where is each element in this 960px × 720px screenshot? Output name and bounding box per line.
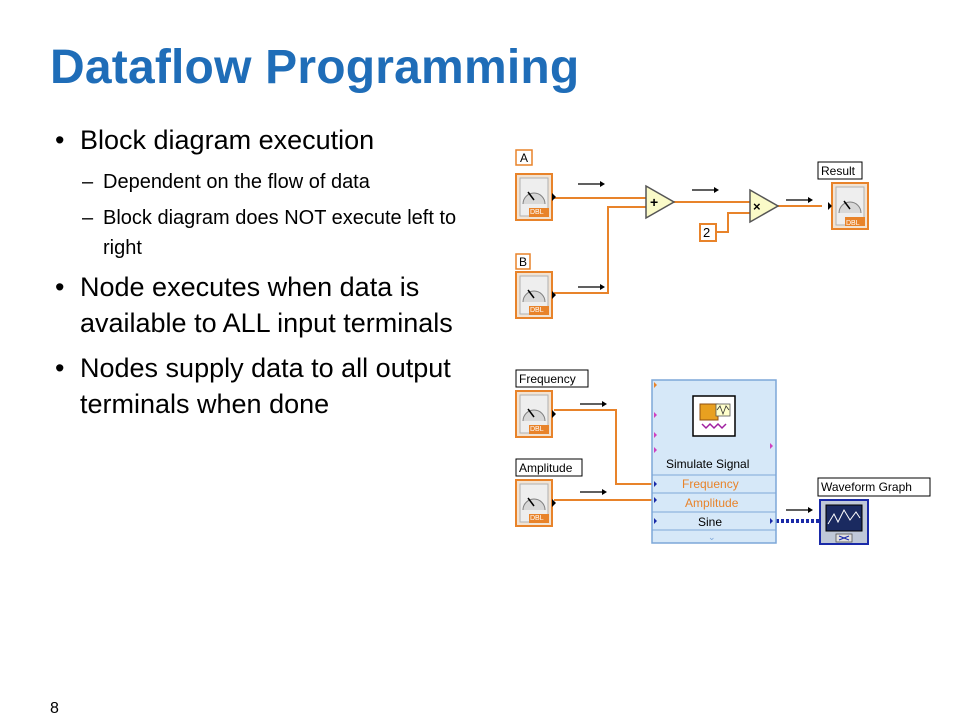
frequency-label-box bbox=[515, 369, 589, 388]
dbl-label: DBL bbox=[530, 307, 544, 314]
bullet-text: Nodes supply data to all output terminal… bbox=[80, 353, 451, 419]
vi-title: Simulate Signal bbox=[666, 457, 749, 471]
graph-label: Waveform Graph bbox=[821, 480, 912, 494]
expand-chevron-icon[interactable]: ⌄ bbox=[708, 532, 716, 542]
bullet-dot: • bbox=[55, 353, 65, 383]
simulate-signal-vi[interactable]: Simulate Signal Frequency Amplitude Sine… bbox=[651, 379, 777, 544]
vi-input-sine: Sine bbox=[698, 515, 722, 529]
multiply-node[interactable] bbox=[749, 188, 780, 224]
bullet-list: • Block diagram execution – Dependent on… bbox=[55, 122, 500, 431]
multiply-symbol: × bbox=[753, 199, 761, 214]
sub-bullet-text: Dependent on the flow of data bbox=[103, 171, 370, 193]
graph-label-box bbox=[817, 477, 931, 497]
result-indicator[interactable] bbox=[828, 182, 869, 230]
constant-value: 2 bbox=[703, 225, 710, 240]
constant-terminal[interactable] bbox=[699, 223, 717, 242]
sub-bullet-text: Block diagram does NOT execute left to r… bbox=[103, 207, 457, 259]
input-a-label-box bbox=[515, 149, 533, 166]
bullet-item: • Block diagram execution bbox=[55, 122, 500, 158]
vi-input-amplitude: Amplitude bbox=[685, 496, 739, 510]
bullet-item: • Nodes supply data to all output termin… bbox=[55, 350, 500, 422]
amplitude-label: Amplitude bbox=[519, 461, 573, 475]
result-label-box bbox=[817, 161, 863, 180]
amplitude-label-box bbox=[515, 458, 583, 477]
add-node[interactable] bbox=[645, 184, 676, 220]
dbl-label: DBL bbox=[530, 426, 544, 433]
dbl-label: DBL bbox=[530, 209, 544, 216]
orange-wires-2 bbox=[554, 409, 656, 501]
dataflow-diagram-arithmetic: A DBL B DBL + × 2 Result DBL bbox=[515, 149, 869, 319]
dbl-label: DBL bbox=[846, 220, 860, 227]
bullet-text: Block diagram execution bbox=[80, 125, 375, 155]
frequency-label: Frequency bbox=[519, 372, 576, 386]
sub-bullet-dash: – bbox=[82, 207, 94, 229]
bullet-dot: • bbox=[55, 272, 65, 302]
bullet-dot: • bbox=[55, 125, 65, 155]
orange-wires bbox=[554, 197, 822, 294]
sub-bullet-item: – Dependent on the flow of data bbox=[55, 167, 500, 197]
dbl-label: DBL bbox=[530, 515, 544, 522]
waveform-graph-indicator[interactable] bbox=[819, 499, 869, 545]
bullet-item: • Node executes when data is available t… bbox=[55, 269, 500, 341]
input-a-label: A bbox=[520, 151, 528, 165]
sub-bullet-item: – Block diagram does NOT execute left to… bbox=[55, 203, 500, 263]
input-b-label: B bbox=[519, 255, 527, 269]
result-label: Result bbox=[821, 164, 856, 178]
vi-input-frequency: Frequency bbox=[682, 477, 739, 491]
add-symbol: + bbox=[650, 194, 658, 210]
bullet-text: Node executes when data is available to … bbox=[80, 272, 453, 338]
dataflow-diagram-simulate-signal: Frequency DBL Amplitude DBL Simulate Sig… bbox=[515, 369, 931, 545]
page-number: 8 bbox=[50, 700, 59, 717]
input-b-label-box bbox=[515, 253, 531, 270]
slide-title: Dataflow Programming bbox=[50, 41, 580, 94]
sub-bullet-dash: – bbox=[82, 171, 94, 193]
